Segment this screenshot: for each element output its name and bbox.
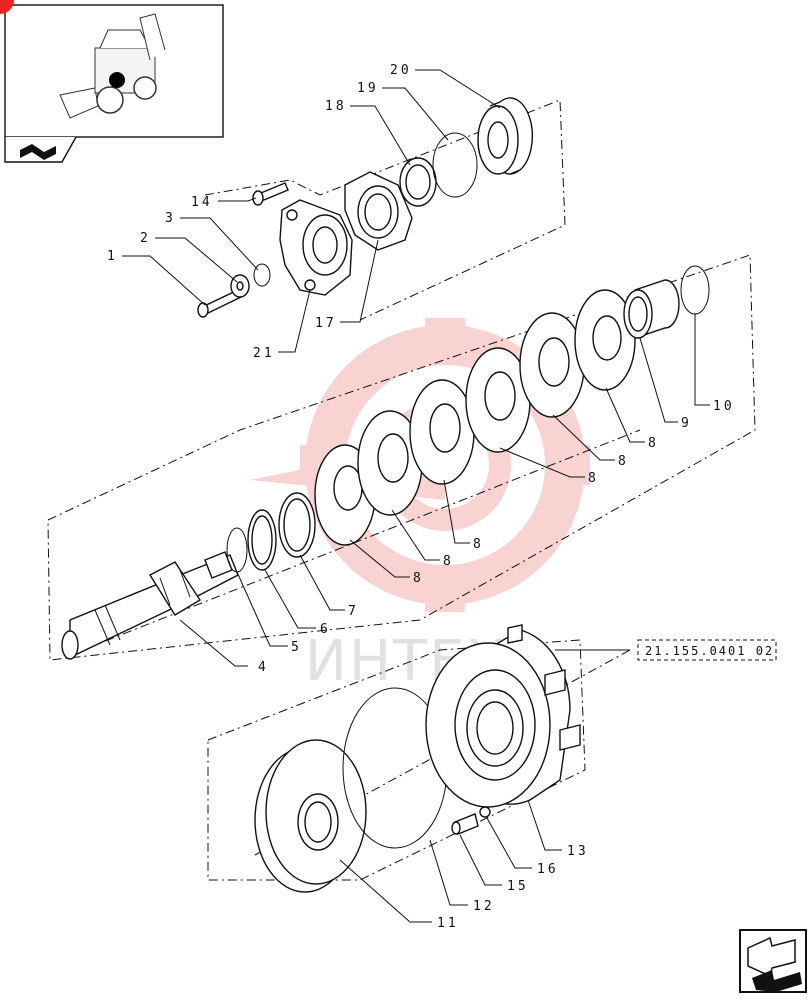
yoke-21[interactable] xyxy=(279,199,353,296)
washer-2[interactable] xyxy=(230,274,250,298)
disc-8-b[interactable] xyxy=(357,410,423,516)
upper-assembly-boundary xyxy=(204,99,566,321)
shaft-assembly-boundary xyxy=(47,254,756,661)
callout-9: 9 xyxy=(681,416,692,431)
callout-12: 12 xyxy=(473,899,495,914)
callout-13: 13 xyxy=(567,844,589,859)
disc-8-c[interactable] xyxy=(409,379,475,485)
flange-17[interactable] xyxy=(344,171,413,251)
bolt-14[interactable] xyxy=(252,182,289,206)
callout-15: 15 xyxy=(507,879,529,894)
ball-16[interactable] xyxy=(479,806,491,818)
snap-ring-3[interactable] xyxy=(253,263,271,287)
reference-link[interactable]: 21.155.0401 02 xyxy=(637,639,777,661)
thumbnail-panel[interactable] xyxy=(0,0,224,163)
callout-14: 14 xyxy=(191,195,213,210)
snap-ring-10[interactable] xyxy=(680,265,710,315)
callout-8-e: 8 xyxy=(618,454,629,469)
callout-8-a: 8 xyxy=(413,571,424,586)
pin-15[interactable] xyxy=(451,813,479,835)
callout-10: 10 xyxy=(713,399,735,414)
piston-11[interactable] xyxy=(254,739,367,893)
callout-8-d: 8 xyxy=(588,471,599,486)
callout-19: 19 xyxy=(357,81,379,96)
o-ring-19[interactable] xyxy=(432,132,478,198)
reference-label: 21.155.0401 02 xyxy=(645,644,774,658)
clutch-drum-13[interactable] xyxy=(425,624,581,808)
callout-17: 17 xyxy=(315,316,337,331)
snap-ring-5[interactable] xyxy=(226,527,248,573)
callout-5: 5 xyxy=(291,640,302,655)
callout-8-c: 8 xyxy=(473,537,484,552)
backhoe-loader-thumbnail xyxy=(59,13,166,119)
shaft-4[interactable] xyxy=(61,551,239,660)
callout-4: 4 xyxy=(258,660,269,675)
callout-8-f: 8 xyxy=(648,436,659,451)
callout-3: 3 xyxy=(165,211,176,226)
seal-18[interactable] xyxy=(399,157,437,207)
bolt-1[interactable] xyxy=(197,289,242,318)
callout-11: 11 xyxy=(437,916,459,931)
callout-21: 21 xyxy=(253,346,275,361)
page-marker-icon xyxy=(0,0,14,14)
callout-2: 2 xyxy=(140,231,151,246)
bearing-20[interactable] xyxy=(477,97,534,175)
callout-1: 1 xyxy=(107,249,118,264)
callout-7: 7 xyxy=(348,604,359,619)
ring-7[interactable] xyxy=(278,492,316,558)
callout-20: 20 xyxy=(390,63,412,78)
shim-6[interactable] xyxy=(247,509,277,571)
leader-lines xyxy=(122,69,710,923)
callout-18: 18 xyxy=(325,99,347,114)
next-page-button[interactable] xyxy=(739,929,807,993)
callout-8-b: 8 xyxy=(443,554,454,569)
callout-6: 6 xyxy=(320,622,331,637)
disc-8-e[interactable] xyxy=(519,312,585,418)
disc-8-d[interactable] xyxy=(465,347,531,453)
section-icon xyxy=(20,144,56,160)
callout-16: 16 xyxy=(537,862,559,877)
hub-assembly-boundary xyxy=(207,639,586,881)
disc-8-f[interactable] xyxy=(574,289,636,391)
next-page-arrow-icon xyxy=(747,936,802,992)
bushing-9[interactable] xyxy=(623,279,680,339)
